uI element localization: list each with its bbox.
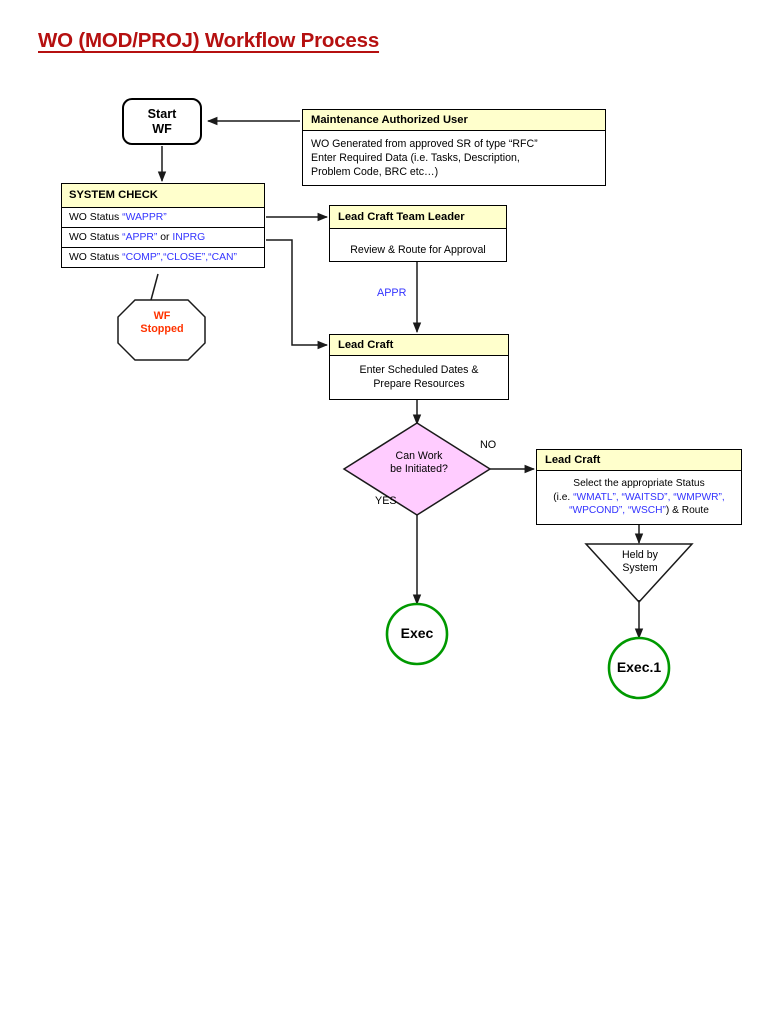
decision-diamond-shape (342, 422, 492, 516)
lc-status-line2-statuses: “WMATL”, “WAITSD”, “WMPWR”, (573, 491, 725, 503)
wf-stopped-line2: Stopped (140, 322, 184, 335)
lead-craft-schedule-header: Lead Craft (330, 335, 508, 356)
page-title: WO (MOD/PROJ) Workflow Process (38, 29, 380, 52)
lead-craft-schedule-body: Enter Scheduled Dates & Prepare Resource… (330, 356, 508, 399)
system-check-row-comp-close-can[interactable]: WO Status “COMP”,“CLOSE”,“CAN” (62, 248, 264, 267)
node-exec1-label: Exec.1 (616, 659, 662, 675)
decision-line1: Can Work (395, 450, 443, 462)
held-by-system-shape (584, 543, 694, 604)
edge-label-appr: APPR (377, 287, 407, 299)
maintenance-body-line1: WO Generated from approved SR of type “R… (311, 138, 538, 150)
row-appr-mid: or (157, 232, 173, 243)
team-leader-body: Review & Route for Approval (350, 244, 486, 256)
row-comp-prefix: WO Status (69, 252, 123, 263)
system-check-header: SYSTEM CHECK (62, 184, 264, 208)
maintenance-body-line2: Enter Required Data (i.e. Tasks, Descrip… (311, 152, 520, 165)
edge-label-no: NO (480, 439, 497, 451)
decision-line2: be Initiated? (390, 463, 448, 476)
node-lead-craft-schedule[interactable]: Lead Craft Enter Scheduled Dates & Prepa… (329, 334, 509, 401)
wf-stopped-line1: WF (153, 310, 171, 322)
node-maintenance-authorized-user[interactable]: Maintenance Authorized User WO Generated… (302, 109, 606, 187)
lc-schedule-line2: Prepare Resources (373, 378, 465, 391)
node-wf-stopped-label: WF Stopped (125, 310, 199, 335)
lc-status-line2-prefix: (i.e. (553, 491, 574, 503)
exec1-terminator-shape (607, 636, 671, 700)
start-wf-label: Start WF (148, 107, 177, 135)
node-start-wf[interactable]: Start WF (122, 98, 202, 145)
row-appr-prefix: WO Status (69, 232, 123, 243)
system-check-row-appr-inprg[interactable]: WO Status “APPR” or INPRG (62, 228, 264, 248)
maintenance-body: WO Generated from approved SR of type “R… (303, 131, 605, 185)
maintenance-body-line3: Problem Code, BRC etc…) (311, 166, 439, 179)
node-exec-label: Exec (400, 625, 434, 641)
node-decision-label: Can Work be Initiated? (348, 450, 490, 476)
node-lead-craft-status[interactable]: Lead Craft Select the appropriate Status… (536, 449, 742, 525)
node-lead-craft-team-leader[interactable]: Lead Craft Team Leader Review & Route fo… (329, 205, 507, 262)
maintenance-header: Maintenance Authorized User (303, 110, 605, 131)
system-check-row-wappr[interactable]: WO Status “WAPPR” (62, 208, 264, 228)
start-wf-line1: Start (147, 107, 177, 122)
node-held-by-system-label: Held by System (594, 549, 686, 574)
lead-craft-status-header: Lead Craft (537, 450, 741, 471)
wf-stopped-shape (117, 299, 206, 361)
edge-label-yes: YES (375, 495, 397, 507)
team-leader-header: Lead Craft Team Leader (330, 206, 506, 229)
lead-craft-status-body: Select the appropriate Status (i.e. “WMA… (537, 471, 741, 524)
row-appr-status: “APPR” (122, 232, 158, 243)
held-line1: Held by (622, 549, 658, 561)
row-wappr-prefix: WO Status (69, 212, 123, 223)
edge-comp-to-wf-stopped (146, 273, 159, 346)
node-system-check[interactable]: SYSTEM CHECK WO Status “WAPPR” WO Status… (61, 183, 265, 268)
lc-status-line1: Select the appropriate Status (573, 478, 705, 489)
start-wf-line2: WF (152, 121, 172, 136)
edge-appr-inprg-to-lead-craft (266, 239, 329, 350)
lc-status-line3-suffix: ) & Route (665, 505, 709, 517)
lc-schedule-line1: Enter Scheduled Dates & (359, 364, 479, 376)
row-wappr-status: “WAPPR” (122, 212, 167, 223)
exec-terminator-shape (385, 602, 449, 666)
held-line2: System (622, 561, 658, 574)
lc-status-line3-statuses: “WPCOND”, “WSCH” (569, 505, 666, 517)
row-inprg-status: INPRG (172, 232, 206, 243)
row-comp-status: “COMP”,“CLOSE”,“CAN” (122, 252, 237, 263)
